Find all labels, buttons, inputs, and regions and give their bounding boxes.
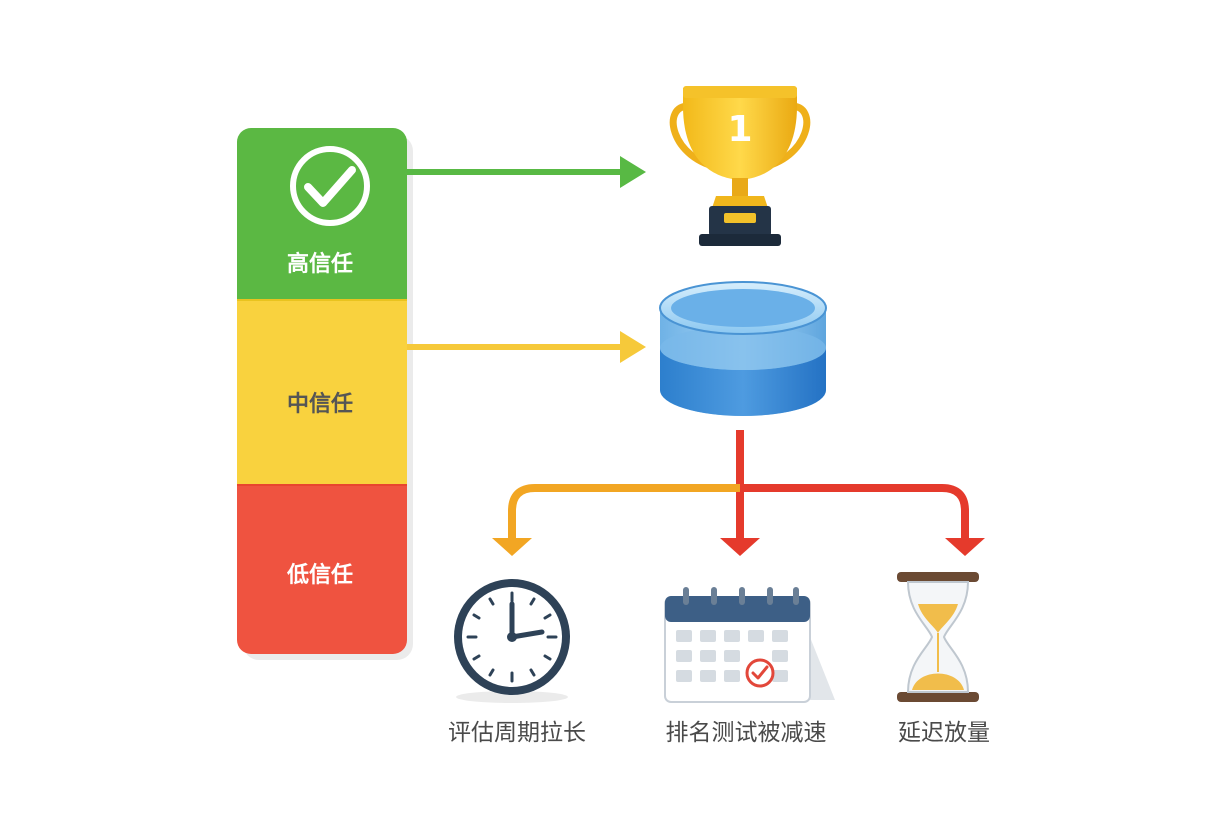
yellow-arrow xyxy=(407,331,646,363)
green-arrow xyxy=(407,156,646,188)
low-trust-segment xyxy=(237,484,407,654)
check-circle-icon xyxy=(290,146,370,226)
medium-trust-segment xyxy=(237,300,407,487)
trust-bar: 高信任 中信任 低信任 xyxy=(237,128,413,660)
calendar-icon xyxy=(664,587,835,703)
clock-caption: 评估周期拉长 xyxy=(448,720,586,746)
hourglass-caption: 延迟放量 xyxy=(898,720,990,746)
medium-trust-label: 中信任 xyxy=(287,391,353,417)
hourglass-icon xyxy=(897,572,979,702)
trophy-number: 1 xyxy=(727,109,752,150)
pool-cylinder-icon xyxy=(659,281,827,416)
low-trust-label: 低信任 xyxy=(286,562,353,588)
clock-icon xyxy=(454,579,570,703)
trophy-icon: 1 xyxy=(669,86,811,246)
branch-arrows xyxy=(492,430,985,556)
calendar-caption: 排名测试被减速 xyxy=(666,720,827,746)
high-trust-label: 高信任 xyxy=(287,251,353,277)
